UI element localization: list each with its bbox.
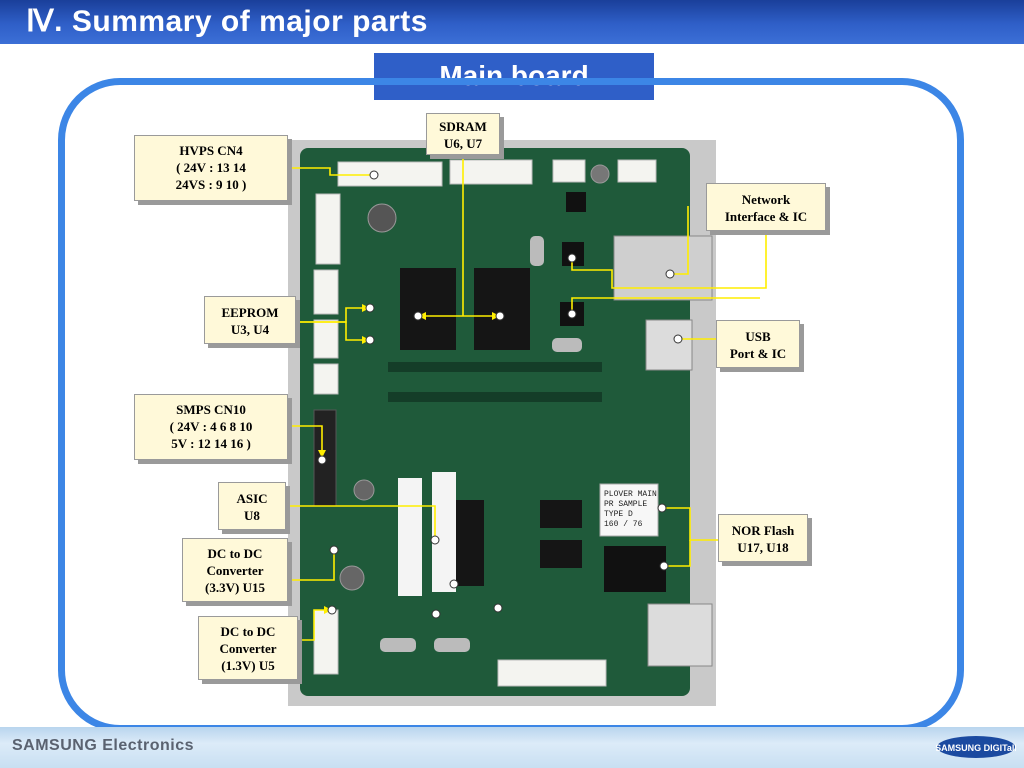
line-norflash-2 xyxy=(664,540,691,567)
sdram-chip-u6 xyxy=(400,268,456,350)
label-dc-converter-3v3: DC to DC Converter (3.3V) U15 xyxy=(182,538,288,602)
marker-misc-2 xyxy=(431,609,441,619)
connector-top-4 xyxy=(617,159,657,183)
marker-misc-3 xyxy=(493,603,503,613)
sdram-chip-u7 xyxy=(474,268,530,350)
connector-left-2 xyxy=(313,269,339,315)
section-subtitle: Main board xyxy=(374,53,654,100)
marker-hvps xyxy=(369,170,379,180)
marker-sdram-u6 xyxy=(413,311,423,321)
crystal-3 xyxy=(380,638,416,652)
label-usb: USB Port & IC xyxy=(716,320,800,368)
connector-left-bottom xyxy=(313,609,339,675)
line-hvps xyxy=(290,167,374,176)
label-hvps-cn4: HVPS CN4 ( 24V : 13 14 24VS : 9 10 ) xyxy=(134,135,288,201)
marker-network-port xyxy=(665,269,675,279)
capacitor-2 xyxy=(339,565,365,591)
label-network-interface: Network Interface & IC xyxy=(706,183,826,231)
label-nor-flash: NOR Flash U17, U18 xyxy=(718,514,808,562)
footer-brand: SAMSUNG Electronics xyxy=(12,737,194,754)
usb-port xyxy=(645,319,693,371)
sticker-left xyxy=(398,478,422,596)
capacitor-4 xyxy=(590,164,610,184)
marker-usb-port xyxy=(673,334,683,344)
marker-network-ic xyxy=(567,253,577,263)
usb-port-bottom xyxy=(647,603,713,667)
connector-left-4 xyxy=(313,363,339,395)
chip-top-small xyxy=(566,192,586,212)
line-network xyxy=(571,232,767,289)
connector-bottom xyxy=(497,659,607,687)
marker-eeprom-u3 xyxy=(365,303,375,313)
marker-eeprom-u4 xyxy=(365,335,375,345)
line-eeprom-2 xyxy=(298,321,370,341)
label-sdram: SDRAM U6, U7 xyxy=(426,113,500,155)
component-row-2 xyxy=(388,392,602,402)
marker-smps xyxy=(317,455,327,465)
marker-norflash-u17 xyxy=(657,503,667,513)
line-usb xyxy=(571,297,760,312)
footer-bar: SAMSUNG Electronics SAMSUNG DIGITall xyxy=(0,727,1024,768)
label-eeprom: EEPROM U3, U4 xyxy=(204,296,296,344)
crystal-1 xyxy=(530,236,544,266)
marker-usb-ic xyxy=(567,309,577,319)
line-dc13 xyxy=(300,609,332,641)
marker-dc13 xyxy=(327,605,337,615)
connector-top-3 xyxy=(552,159,586,183)
label-dc-converter-1v3: DC to DC Converter (1.3V) U5 xyxy=(198,616,298,680)
samsung-digitall-logo: SAMSUNG DIGITall xyxy=(935,735,1017,759)
arrowhead-smps xyxy=(318,450,326,458)
marker-norflash-u18 xyxy=(659,561,669,571)
ethernet-port xyxy=(613,235,713,301)
marker-sdram-u7 xyxy=(495,311,505,321)
component-row-1 xyxy=(388,362,602,372)
sticker-right xyxy=(432,472,456,592)
line-norflash xyxy=(662,507,718,541)
plover-label-text: PLOVER MAIN PR SAMPLE TYPE D 160 / 76 xyxy=(604,490,662,529)
capacitor-3 xyxy=(353,479,375,501)
line-network-port xyxy=(670,206,689,275)
flash-chip-2 xyxy=(540,540,582,568)
marker-asic xyxy=(430,535,440,545)
flash-chip-1 xyxy=(540,500,582,528)
marker-misc-1 xyxy=(449,579,459,589)
line-asic xyxy=(288,505,436,540)
connector-left-3 xyxy=(313,319,339,359)
nor-flash-u17 xyxy=(604,546,666,592)
marker-dc33 xyxy=(329,545,339,555)
line-smps xyxy=(290,425,323,458)
crystal-2 xyxy=(552,338,582,352)
svg-text:SAMSUNG DIGITall: SAMSUNG DIGITall xyxy=(936,743,1016,753)
label-smps-cn10: SMPS CN10 ( 24V : 4 6 8 10 5V : 12 14 16… xyxy=(134,394,288,460)
capacitor-1 xyxy=(367,203,397,233)
connector-top-1 xyxy=(337,161,443,187)
slide-title: Ⅳ. Summary of major parts xyxy=(26,5,428,38)
title-bar: Ⅳ. Summary of major parts xyxy=(0,0,1024,44)
line-dc33 xyxy=(290,550,335,581)
crystal-4 xyxy=(434,638,470,652)
connector-left-1 xyxy=(315,193,341,265)
label-asic: ASIC U8 xyxy=(218,482,286,530)
